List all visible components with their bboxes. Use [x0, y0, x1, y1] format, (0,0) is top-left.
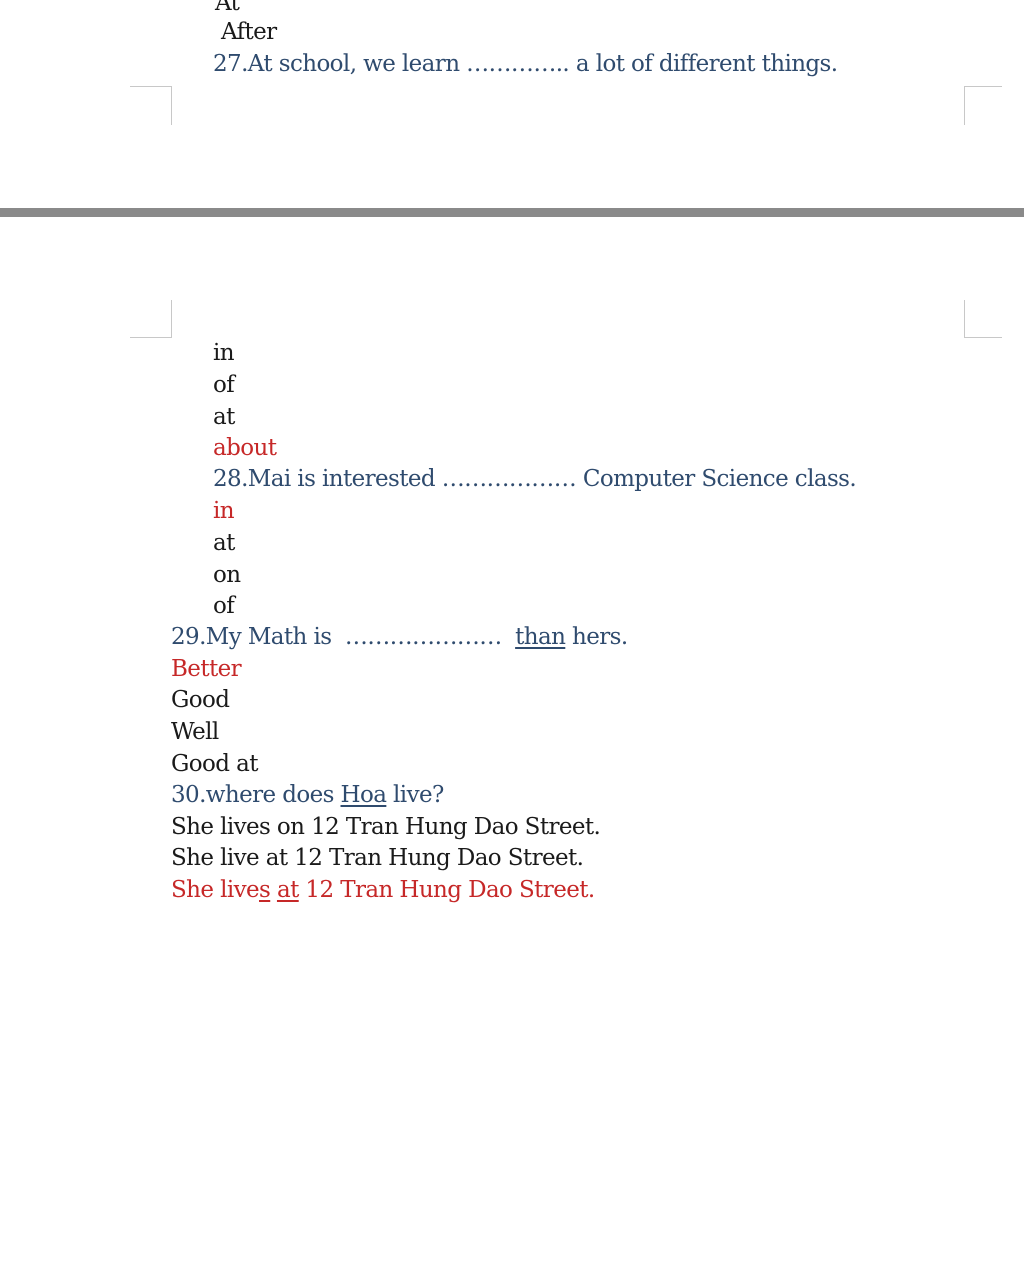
q30-option-answer: She lives at 12 Tran Hung Dao Street. [171, 875, 595, 905]
q27-number: 27. [213, 51, 248, 77]
page-separator [0, 208, 1024, 217]
q30-answer-rest: 12 Tran Hung Dao Street. [298, 877, 595, 903]
q29-question: 29.My Math is ………………… than hers. [171, 622, 628, 652]
page-2 [0, 217, 1024, 1280]
q30-text-before: where does [205, 782, 341, 808]
q27-option: in [213, 340, 235, 366]
q30-answer-part: She live [171, 877, 260, 903]
q26-option-after: After [221, 19, 277, 45]
q30-answer-space [270, 877, 277, 903]
q27-question: 27.At school, we learn ………….. a lot of d… [213, 49, 838, 79]
q30-number: 30. [171, 782, 206, 808]
margin-mark-bottom-left [130, 300, 172, 338]
q27-option-answer: about [213, 435, 277, 461]
q29-option-answer: Better [171, 656, 242, 682]
q28-text-after: Computer Science class. [576, 466, 857, 492]
margin-mark-top-left [130, 86, 172, 125]
q29-underlined-word: than [515, 624, 566, 650]
q29-number: 29. [171, 624, 206, 650]
q30-option: She live at 12 Tran Hung Dao Street. [171, 845, 584, 871]
q29-blank: ………………… [344, 624, 502, 650]
q28-option: of [213, 593, 235, 619]
q27-option: of [213, 372, 235, 398]
q30-option: She lives on 12 Tran Hung Dao Street. [171, 814, 601, 840]
q28-question: 28.Mai is interested ……………… Computer Sci… [213, 464, 857, 494]
page-1-bottom [0, 0, 1024, 208]
q29-text-before: My Math is [205, 624, 345, 650]
q28-option: on [213, 562, 241, 588]
q26-option-cut: At [215, 0, 240, 16]
q30-question: 30.where does Hoa live? [171, 780, 444, 810]
margin-mark-bottom-right [964, 300, 1002, 338]
q28-option: at [213, 530, 235, 556]
q28-option-answer: in [213, 498, 235, 524]
q27-blank: ………….. [466, 51, 570, 77]
q30-underlined-word: Hoa [340, 782, 387, 808]
q29-text-after: hers. [565, 624, 628, 650]
q28-number: 28. [213, 466, 248, 492]
q30-answer-underlined-s: s [259, 877, 271, 903]
q27-text-before: At school, we learn [247, 51, 467, 77]
q29-option: Good at [171, 751, 258, 777]
q30-text-after: live? [386, 782, 444, 808]
margin-mark-top-right [964, 86, 1002, 125]
q28-blank: ……………… [441, 466, 577, 492]
q29-gap [502, 624, 515, 650]
q29-option: Well [171, 719, 219, 745]
q28-text-before: Mai is interested [247, 466, 442, 492]
q30-answer-underlined-at: at [276, 877, 299, 903]
q27-option: at [213, 404, 235, 430]
q29-option: Good [171, 687, 230, 713]
q27-text-after: a lot of different things. [569, 51, 838, 77]
